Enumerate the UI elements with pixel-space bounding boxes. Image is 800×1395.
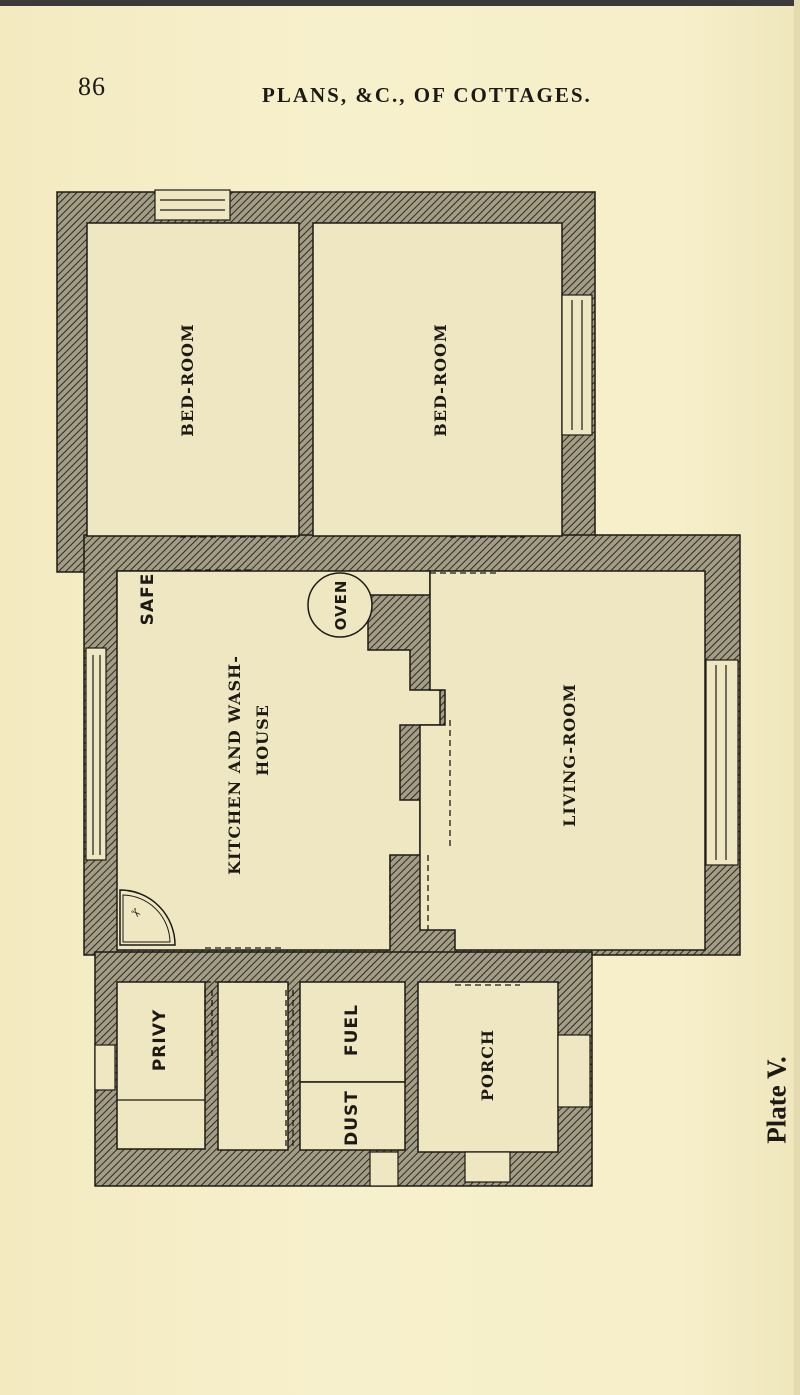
label-privy: PRIVY xyxy=(150,1009,170,1071)
top-rule xyxy=(0,0,800,6)
passage-floor xyxy=(217,981,289,1151)
window-porch xyxy=(464,1151,511,1183)
label-oven: OVEN xyxy=(332,580,350,631)
door-openings xyxy=(175,536,525,1148)
label-dust: DUST xyxy=(342,1090,362,1146)
window-privy xyxy=(94,1044,116,1091)
window-kitchen xyxy=(85,647,107,861)
window-top xyxy=(154,189,231,221)
window-living-room xyxy=(705,659,739,866)
window-bed-room-right xyxy=(561,294,593,436)
label-bed-room-left: BED-ROOM xyxy=(178,323,197,436)
window-porch-side xyxy=(557,1034,591,1108)
room-interiors xyxy=(86,222,706,1153)
dust-floor xyxy=(299,1081,406,1151)
label-bed-room-right: BED-ROOM xyxy=(431,323,450,436)
oven xyxy=(307,572,373,638)
fuel-floor xyxy=(299,981,406,1083)
living-room-floor xyxy=(419,570,706,951)
label-living-room: LIVING-ROOM xyxy=(560,683,579,827)
label-porch: PORCH xyxy=(478,1029,497,1101)
windows xyxy=(85,189,739,1187)
vent-dust xyxy=(369,1151,399,1187)
bed-room-left-floor xyxy=(86,222,300,537)
porch-floor xyxy=(417,981,559,1153)
page-edge xyxy=(794,0,800,1395)
label-kitchen-line1: KITCHEN AND WASH- xyxy=(225,655,244,875)
label-fuel: FUEL xyxy=(342,1004,362,1056)
copper: ✂ xyxy=(119,889,176,946)
label-safe: SAFE xyxy=(138,573,158,626)
running-head: PLANS, &C., OF COTTAGES. xyxy=(262,83,592,107)
page-number: 86 xyxy=(78,72,106,101)
privy-floor xyxy=(116,981,206,1150)
label-kitchen-line2: HOUSE xyxy=(253,704,272,776)
